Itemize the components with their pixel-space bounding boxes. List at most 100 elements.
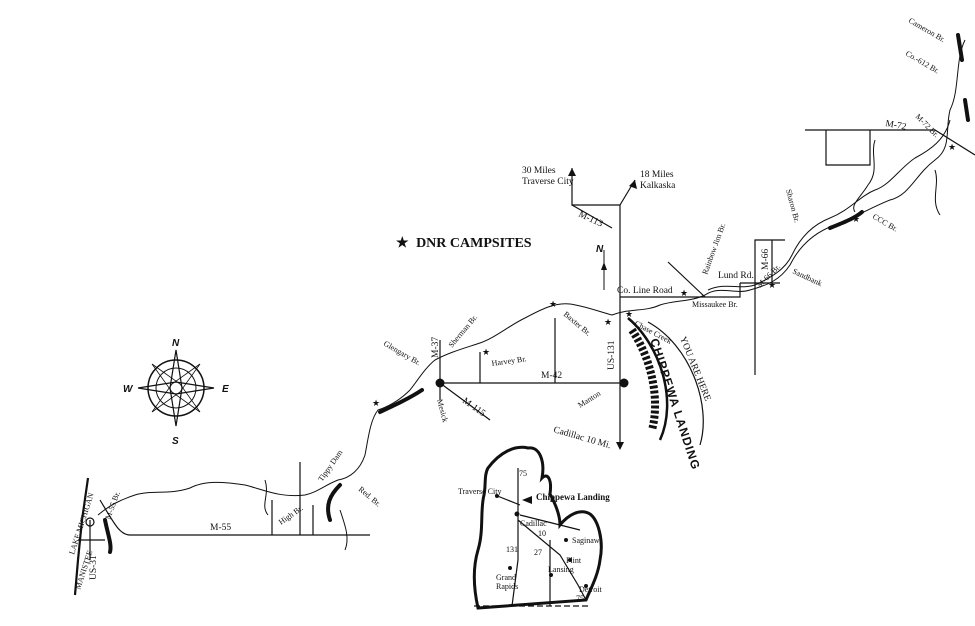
- arrow-up-icon: [568, 168, 576, 176]
- bridge-label-sharon: Sharon Br.: [784, 188, 802, 223]
- traverse-city-label: Traverse City: [522, 177, 574, 187]
- campsite-star-icon: ★: [768, 281, 776, 291]
- bridge-label-rainbow: Rainbow Jim Br.: [700, 222, 727, 276]
- inset-label-cadillac: Cadillac: [520, 519, 547, 528]
- manistee-river: [97, 33, 970, 554]
- inset-label-rapids: Rapids: [496, 582, 518, 591]
- manton-dot: [619, 378, 629, 388]
- roads: [78, 129, 975, 560]
- inset-arrow-icon: [522, 496, 532, 504]
- legend-star-icon: ★: [396, 235, 409, 251]
- road-co-line: [620, 283, 741, 298]
- river-upper: [956, 33, 970, 122]
- road-label-m115: M-115: [460, 396, 487, 419]
- bridge-label-m55br: M-55 Br.: [103, 490, 121, 521]
- kalkaska-label: Kalkaska: [640, 181, 676, 191]
- compass-rose: N S E W: [123, 338, 229, 447]
- campsite-star-icon: ★: [549, 300, 557, 310]
- bridge-label-missaukee: Missaukee Br.: [692, 300, 738, 309]
- inset-label-75b: 75: [576, 594, 584, 603]
- river-tippy-pond: [326, 483, 342, 522]
- inset-label-traverse: Traverse City: [458, 487, 501, 496]
- campsite-star-icon: ★: [852, 215, 860, 225]
- road-label-m113: M-113: [577, 210, 605, 230]
- bridge-label-cameron: Cameron Br.: [907, 16, 947, 44]
- road-label-co-line: Co. Line Road: [617, 286, 673, 296]
- you-are-here-label: YOU ARE HERE: [677, 335, 712, 403]
- inset-label-131: 131: [506, 545, 518, 554]
- campsite-star-icon: ★: [482, 348, 490, 358]
- road-label-us131: US-131: [607, 340, 617, 370]
- manistee-dot: [85, 517, 95, 527]
- campsite-star-icon: ★: [604, 318, 612, 328]
- road-label-m66: M-66: [761, 249, 771, 270]
- road-sharon: [754, 239, 785, 375]
- road-label-m55: M-55: [210, 523, 231, 533]
- inset-label-saginaw: Saginaw: [572, 536, 600, 545]
- north-arrow: N: [596, 244, 607, 290]
- coastline: [73, 477, 90, 596]
- road-label-m72: M-72: [884, 119, 907, 133]
- svg-text:E: E: [222, 384, 229, 395]
- bridge-label-sandbank: Sandbank: [791, 267, 823, 288]
- bridge-label-sherman: Sherman Br.: [447, 313, 480, 349]
- traverse-miles-label: 30 Miles: [522, 166, 556, 176]
- river-tributary-1: [853, 139, 876, 213]
- svg-text:S: S: [172, 436, 179, 447]
- bridge-label-tippy: Tippy Dam: [316, 448, 345, 484]
- road-us31: [78, 520, 105, 560]
- kalkaska-miles-label: 18 Miles: [640, 170, 674, 180]
- place-label-mesick: Mesick: [435, 398, 450, 423]
- road-label-us31: US-31: [89, 555, 99, 580]
- river-mouth: [103, 518, 113, 554]
- campsite-star-icon: ★: [372, 399, 380, 409]
- arrow-up-icon: [629, 180, 637, 189]
- michigan-inset: Traverse City Chippewa Landing Cadillac …: [458, 445, 610, 610]
- river-tributary-2: [934, 169, 941, 216]
- road-traverse: [571, 168, 621, 445]
- bridge-label-ccc: CCC Br.: [871, 212, 899, 234]
- river-pond-1: [828, 210, 864, 230]
- road-label-m42: M-42: [541, 371, 562, 381]
- inset-label-chippewa: Chippewa Landing: [536, 492, 610, 502]
- bridge-label-m72br: M-72 Br.: [914, 112, 941, 139]
- inset-label-flint: Flint: [566, 556, 582, 565]
- arrow-down-icon: [616, 442, 624, 450]
- road-rainbow: [667, 261, 706, 298]
- river-tributary-3: [339, 509, 348, 551]
- bridge-label-harvey: Harvey Br.: [491, 354, 527, 368]
- river-pond-2: [378, 388, 424, 414]
- mesick-dot: [435, 378, 445, 388]
- bridge-label-baxter: Baxter Br.: [562, 310, 593, 338]
- bridge-label-glengary: Glengary Br.: [382, 339, 422, 367]
- inset-label-lansing: Lansing: [548, 565, 574, 574]
- svg-text:N: N: [596, 244, 604, 255]
- bridge-label-co612: Co.-612 Br.: [904, 49, 941, 76]
- inset-label-detroit: Detroit: [579, 585, 602, 594]
- campsite-star-icon: ★: [625, 310, 633, 320]
- cadillac-label: Cadillac 10 Mi.: [552, 425, 612, 451]
- inset-label-27: 27: [534, 548, 542, 557]
- inset-label-grand: Grand: [496, 573, 516, 582]
- river-tributary-4: [264, 479, 269, 516]
- road-m113-end: [571, 204, 613, 229]
- river-bank: [707, 119, 951, 291]
- place-label-manton: Manton: [576, 389, 602, 410]
- road-m72-spur: [825, 130, 871, 166]
- road-m55: [99, 499, 370, 536]
- road-label-lund: Lund Rd.: [718, 271, 754, 281]
- legend-text: ★ DNR CAMPSITES: [396, 235, 532, 251]
- inset-label-75a: 75: [519, 469, 527, 478]
- road-m115: [439, 382, 491, 421]
- bridge-label-red: Red. Br.: [357, 485, 383, 509]
- svg-text:N: N: [172, 338, 180, 349]
- place-label-lake-michigan: LAKE MICHIGAN: [67, 492, 95, 556]
- road-label-m37: M-37: [431, 337, 441, 358]
- inset-label-10: 10: [538, 529, 546, 538]
- campsite-star-icon: ★: [680, 289, 688, 299]
- campsite-star-icon: ★: [948, 143, 956, 153]
- river-main: [97, 39, 966, 516]
- svg-text:W: W: [123, 384, 134, 395]
